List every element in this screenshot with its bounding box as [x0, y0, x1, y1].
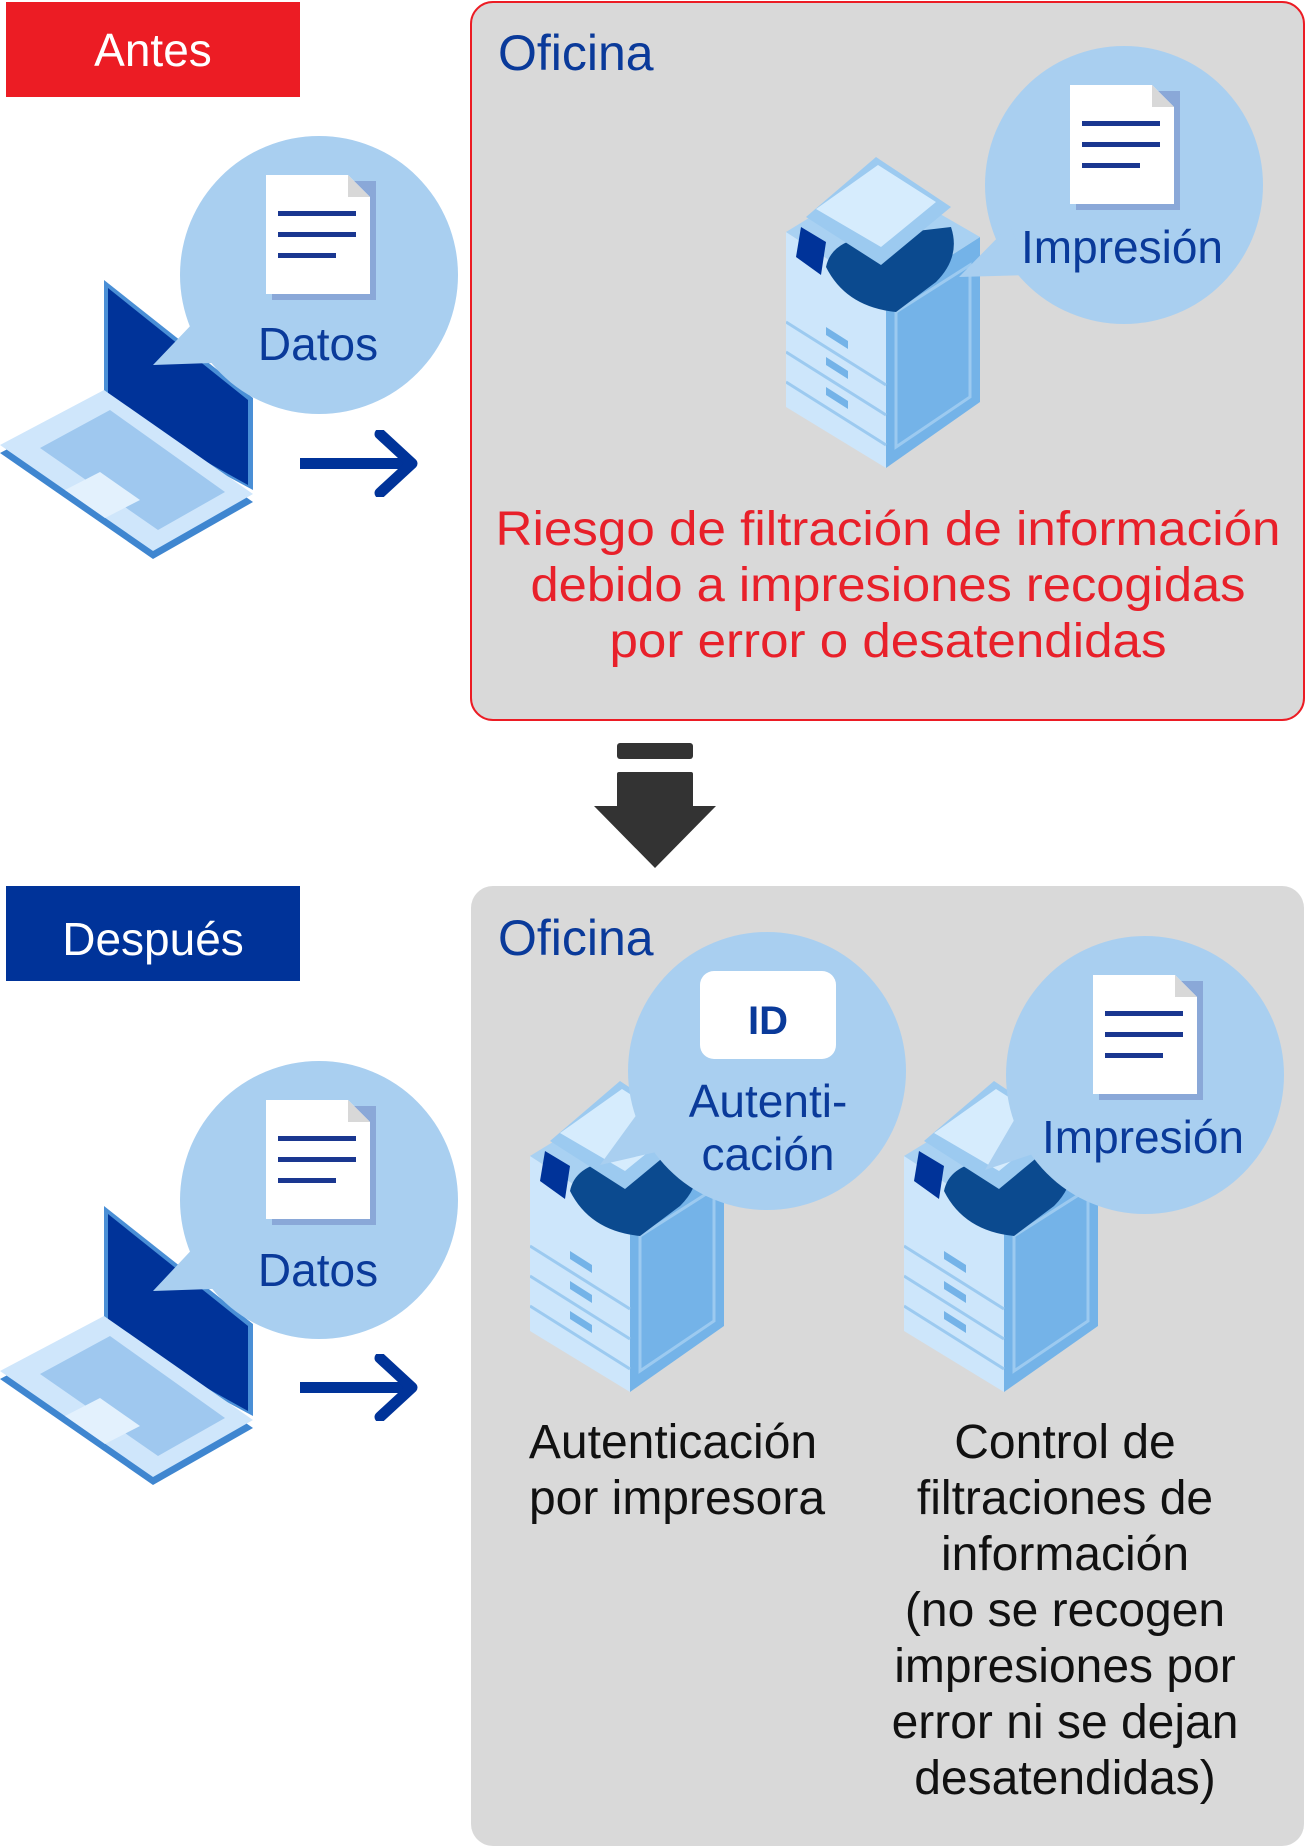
risk-line: debido a impresiones recogidas — [531, 559, 1246, 612]
control-caption-line: Control de — [954, 1416, 1175, 1469]
risk-line: por error o desatendidas — [610, 615, 1167, 668]
document-icon — [266, 1100, 376, 1225]
before-label: Antes — [94, 24, 212, 76]
document-icon — [1070, 85, 1180, 210]
data-bubble-label: Datos — [258, 318, 378, 370]
control-caption-line: (no se recogen — [905, 1584, 1225, 1637]
document-icon — [266, 175, 376, 300]
auth-bubble-label: Autenti- — [689, 1075, 848, 1127]
auth-caption-line: por impresora — [529, 1472, 825, 1525]
print-bubble: Impresión — [985, 936, 1284, 1214]
control-caption-line: filtraciones de — [917, 1472, 1213, 1525]
print-bubble-label: Impresión — [1042, 1111, 1244, 1163]
before-label-bg — [6, 2, 300, 97]
document-icon — [1093, 975, 1203, 1100]
print-bubble: Impresión — [959, 46, 1263, 324]
after-label: Después — [62, 913, 244, 965]
auth-bubble: ID Autenti- cación — [600, 932, 906, 1210]
control-caption-line: impresiones por — [894, 1640, 1236, 1693]
after-label-bg — [6, 886, 300, 981]
print-bubble-label: Impresión — [1021, 221, 1223, 273]
id-badge-label: ID — [748, 999, 788, 1043]
auth-caption-line: Autenticación — [529, 1416, 817, 1469]
control-caption-line: error ni se dejan — [892, 1696, 1239, 1749]
risk-line: Riesgo de filtración de información — [496, 503, 1281, 556]
before-office-title: Oficina — [498, 25, 654, 81]
after-office-title: Oficina — [498, 910, 654, 966]
risk-text: Riesgo de filtración de información debi… — [496, 503, 1281, 668]
data-bubble-label: Datos — [258, 1244, 378, 1296]
control-caption: Control de filtraciones de información (… — [892, 1416, 1239, 1805]
down-arrow-icon — [594, 743, 716, 868]
id-badge — [700, 971, 836, 1059]
data-bubble: Datos — [153, 136, 458, 414]
auth-caption: Autenticación por impresora — [529, 1416, 825, 1525]
data-bubble: Datos — [153, 1061, 458, 1339]
auth-bubble-label: cación — [702, 1128, 835, 1180]
arrow-right-icon — [300, 434, 412, 493]
arrow-right-icon — [300, 1358, 412, 1417]
control-caption-line: información — [941, 1528, 1189, 1581]
control-caption-line: desatendidas) — [914, 1752, 1216, 1805]
